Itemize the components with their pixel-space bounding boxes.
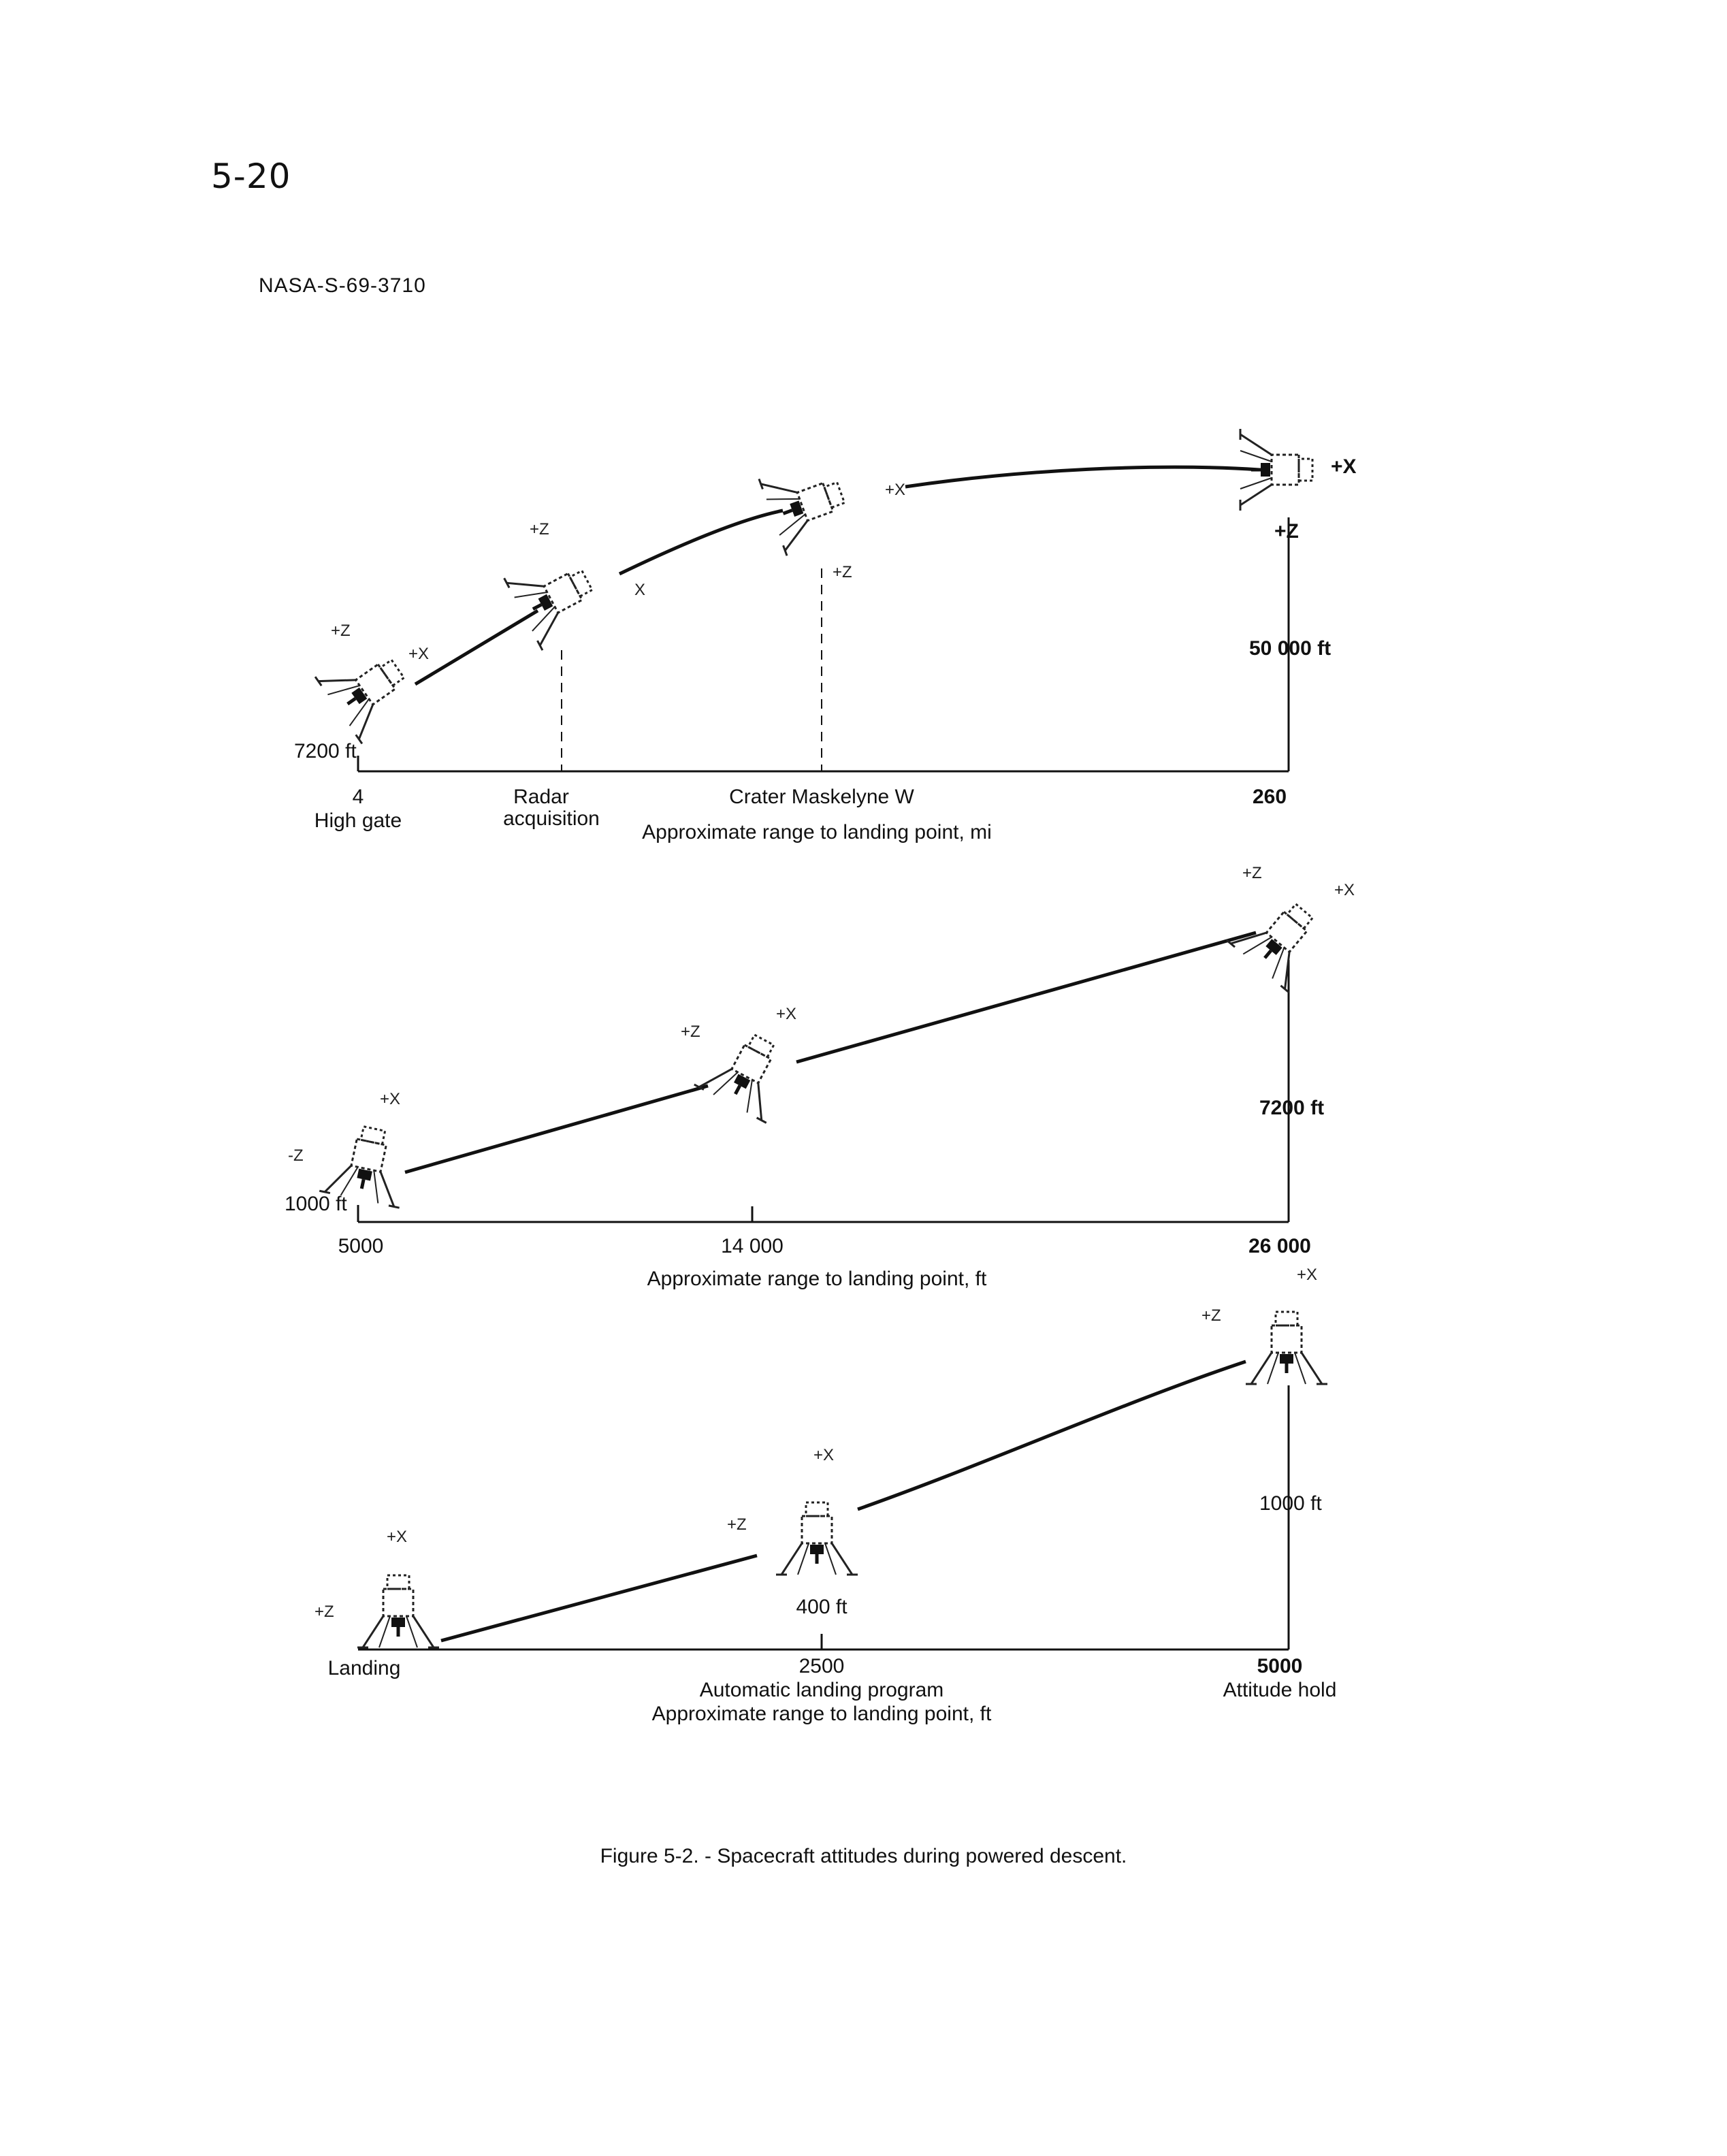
p1-plusx-gate: +X	[408, 645, 429, 663]
p1-plusz-radar: +Z	[530, 520, 549, 538]
p2-plusx-end: +X	[1334, 881, 1355, 899]
panel1-trajectory	[414, 465, 1260, 686]
p1-end-altitude: 50 000 ft	[1249, 637, 1331, 660]
p3-plusz-landing: +Z	[314, 1603, 334, 1621]
lm-14000ft	[694, 1020, 801, 1123]
p3-xlabel-line2: Approximate range to landing point, ft	[652, 1703, 992, 1725]
p2-end-altitude: 7200 ft	[1259, 1097, 1324, 1119]
panel3-trajectory	[440, 1359, 1246, 1643]
page-number: 5-20	[211, 157, 291, 196]
p1-label-acquisition: acquisition	[503, 807, 600, 830]
p2-minusz-start: -Z	[288, 1146, 304, 1165]
p1-plusz-gate: +Z	[331, 622, 351, 640]
p2-plusz-mid: +Z	[681, 1023, 700, 1041]
p3-plusx-landing: +X	[387, 1528, 407, 1546]
panel-1: +X +Z +X +Z X +Z +Z +X 7200 ft 50 000 ft…	[294, 429, 1357, 843]
p1-plusz-260: +Z	[1274, 520, 1299, 543]
p1-plusz-crater: +Z	[833, 563, 852, 581]
lm-26000ft	[1227, 885, 1336, 993]
lm-5000ft-hold	[1246, 1312, 1327, 1384]
panel2-trajectory	[404, 931, 1257, 1174]
p3-plusx-end: +X	[1297, 1266, 1317, 1284]
p3-plusz-end: +Z	[1201, 1306, 1221, 1325]
panel-3: +X +Z +X +Z +X +Z 400 ft 1000 ft Landing…	[314, 1266, 1336, 1725]
figure-caption: Figure 5-2. - Spacecraft attitudes durin…	[600, 1845, 1127, 1867]
p3-tick-5000: 5000	[1257, 1655, 1303, 1677]
p1-plusx-crater: +X	[885, 481, 905, 499]
p1-label-radar: Radar	[513, 786, 569, 808]
p1-plusx-260: +X	[1331, 455, 1357, 478]
p1-tick-260: 260	[1253, 786, 1287, 808]
p1-tick-4: 4	[353, 786, 364, 808]
p2-plusx-start: +X	[380, 1090, 400, 1108]
p2-plusz-end: +Z	[1242, 864, 1262, 882]
lm-radar	[504, 544, 607, 650]
p2-plusx-mid: +X	[776, 1005, 796, 1023]
p2-tick-26000: 26 000	[1248, 1235, 1311, 1257]
lm-landing	[357, 1575, 439, 1647]
p3-label-landing: Landing	[328, 1657, 401, 1679]
p3-end-altitude: 1000 ft	[1259, 1492, 1322, 1515]
p3-plusz-mid: +Z	[727, 1515, 747, 1534]
p2-xlabel: Approximate range to landing point, ft	[647, 1268, 987, 1290]
lm-high-gate	[315, 635, 421, 743]
p2-start-altitude: 1000 ft	[285, 1193, 347, 1215]
p1-label-high-gate: High gate	[314, 809, 402, 832]
p1-start-altitude: 7200 ft	[294, 740, 357, 762]
p1-xlabel: Approximate range to landing point, mi	[642, 821, 992, 843]
lm-crater	[759, 454, 855, 556]
panel-2: +Z +X +Z +X +X -Z 1000 ft 7200 ft 5000 1…	[285, 864, 1355, 1290]
lm-2500ft	[776, 1502, 858, 1575]
p1-x-radar: X	[634, 581, 645, 599]
p3-plusx-mid: +X	[813, 1446, 834, 1464]
p1-label-crater: Crater Maskelyne W	[729, 786, 914, 808]
p3-label-attitude-hold: Attitude hold	[1223, 1679, 1337, 1701]
p3-tick-2500: 2500	[799, 1655, 845, 1677]
p3-mid-altitude: 400 ft	[796, 1596, 848, 1618]
p2-tick-5000: 5000	[338, 1235, 384, 1257]
p2-tick-14000: 14 000	[721, 1235, 784, 1257]
document-id: NASA-S-69-3710	[259, 274, 426, 297]
p3-xlabel-line1: Automatic landing program	[700, 1679, 944, 1701]
